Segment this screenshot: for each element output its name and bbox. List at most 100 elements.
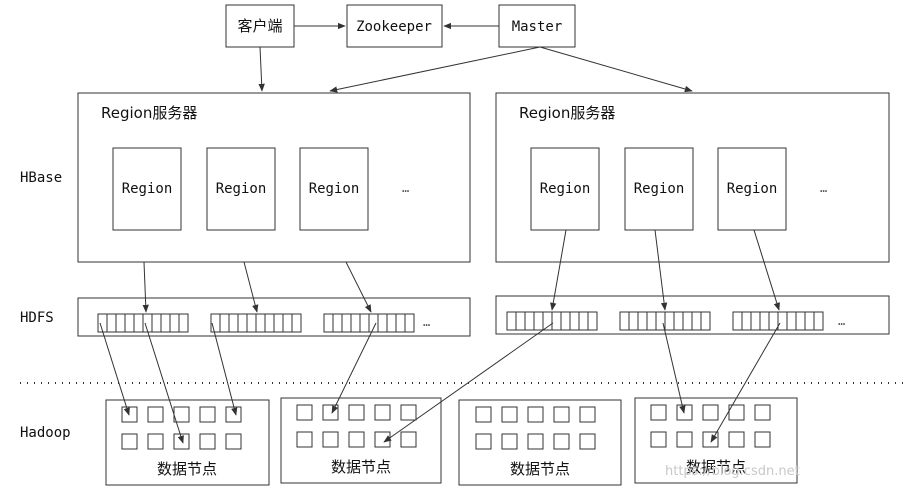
- hdfs-block-cell: [255, 313, 266, 333]
- data-block-cell: [400, 431, 417, 448]
- region-box: Region: [530, 147, 600, 231]
- data-block-cell: [400, 404, 417, 421]
- data-block-cell: [728, 404, 745, 421]
- master-node: Master: [498, 4, 576, 48]
- hdfs-block-cell: [646, 311, 657, 331]
- hdfs-block-cell: [560, 311, 571, 331]
- data-block-cell: [147, 406, 164, 423]
- hdfs-block-cell: [219, 313, 230, 333]
- hdfs-block-cell: [273, 313, 284, 333]
- client-node: 客户端: [225, 4, 295, 48]
- region-more-ellipsis: …: [820, 181, 827, 195]
- hdfs-block-cell: [786, 311, 797, 331]
- data-block-cell: [728, 431, 745, 448]
- data-node-label: 数据节点: [157, 460, 217, 478]
- hdfs-block-cell: [741, 311, 752, 331]
- hdfs-block-cell: [691, 311, 702, 331]
- hdfs-block-cell: [578, 311, 589, 331]
- region-box: Region: [206, 147, 276, 231]
- hdfs-block-cell: [682, 311, 693, 331]
- connector-lines: [99, 22, 781, 444]
- data-block-cell: [475, 433, 492, 450]
- data-node-label: 数据节点: [686, 458, 746, 476]
- layer-label-hdfs: HDFS: [20, 310, 54, 326]
- hdfs-block-cell: [386, 313, 397, 333]
- hdfs-block-cell: [282, 313, 293, 333]
- region-server-1-title: Region服务器: [101, 104, 197, 122]
- region-server-2: Region服务器 Region Region Region …: [495, 92, 890, 263]
- hdfs-block-cell: [759, 311, 770, 331]
- data-block-cell: [199, 406, 216, 423]
- hdfs-block-cell: [228, 313, 239, 333]
- region-label: Region: [216, 181, 267, 197]
- data-block-cell: [676, 404, 693, 421]
- hdfs-block-cell: [804, 311, 815, 331]
- hdfs-block-cell: [169, 313, 180, 333]
- region-server-2-title: Region服务器: [519, 104, 615, 122]
- data-block-cell: [676, 431, 693, 448]
- hdfs-block-cell: [350, 313, 361, 333]
- hdfs-block-group: [323, 313, 415, 333]
- hdfs-block-cell: [551, 311, 562, 331]
- hdfs-block-cell: [395, 313, 406, 333]
- hdfs-block-cell: [637, 311, 648, 331]
- hdfs-block-cell: [368, 313, 379, 333]
- hdfs-block-cell: [750, 311, 761, 331]
- hdfs-block-cell: [587, 311, 598, 331]
- region-label: Region: [634, 181, 685, 197]
- region-box: Region: [112, 147, 182, 231]
- data-block-cell: [754, 404, 771, 421]
- hdfs-block-cell: [341, 313, 352, 333]
- hdfs-block-cell: [246, 313, 257, 333]
- data-block-cell: [650, 404, 667, 421]
- layer-label-hadoop: Hadoop: [20, 425, 71, 441]
- hdfs-block-cell: [404, 313, 415, 333]
- watermark-text: https://blog.csdn.net: [665, 464, 800, 479]
- region-label: Region: [122, 181, 173, 197]
- data-block-cell: [322, 404, 339, 421]
- hdfs-block-cell: [237, 313, 248, 333]
- hdfs-block-cell: [569, 311, 580, 331]
- region-box: Region: [624, 147, 694, 231]
- hdfs-block-cell: [377, 313, 388, 333]
- hdfs-block-cell: [795, 311, 806, 331]
- hdfs-block-cell: [359, 313, 370, 333]
- hdfs-block-cell: [533, 311, 544, 331]
- zookeeper-node: Zookeeper: [346, 4, 443, 48]
- hdfs-block-group: [210, 313, 302, 333]
- data-block-cell: [147, 433, 164, 450]
- hdfs-block-cell: [813, 311, 824, 331]
- hdfs-block-cell: [515, 311, 526, 331]
- data-block-cell: [650, 431, 667, 448]
- data-block-cell: [527, 406, 544, 423]
- data-block-cell: [754, 431, 771, 448]
- data-block-cell: [374, 404, 391, 421]
- data-block-cell: [553, 433, 570, 450]
- data-block-cell: [173, 433, 190, 450]
- hdfs-block-cell: [124, 313, 135, 333]
- hdfs-block-cell: [151, 313, 162, 333]
- data-block-cell: [553, 406, 570, 423]
- data-node-label: 数据节点: [510, 460, 570, 478]
- master-label: Master: [512, 19, 563, 35]
- hdfs-block-cell: [323, 313, 334, 333]
- data-block-cell: [225, 406, 242, 423]
- data-block-cells: [121, 404, 771, 450]
- layer-label-hbase: HBase: [20, 170, 62, 186]
- region-more-ellipsis: …: [402, 181, 409, 195]
- data-block-cell: [501, 433, 518, 450]
- data-block-cell: [579, 433, 596, 450]
- hdfs-block-group: [732, 311, 824, 331]
- region-label: Region: [540, 181, 591, 197]
- hdfs-block-cell: [673, 311, 684, 331]
- data-block-cell: [296, 431, 313, 448]
- hdfs-block-cell: [700, 311, 711, 331]
- hdfs-block-cell: [506, 311, 517, 331]
- hdfs-more-ellipsis: …: [838, 314, 845, 328]
- data-node-label: 数据节点: [331, 458, 391, 476]
- data-block-cell: [121, 433, 138, 450]
- hdfs-block-cell: [133, 313, 144, 333]
- hdfs-block-groups: [97, 311, 824, 333]
- data-block-cell: [475, 406, 492, 423]
